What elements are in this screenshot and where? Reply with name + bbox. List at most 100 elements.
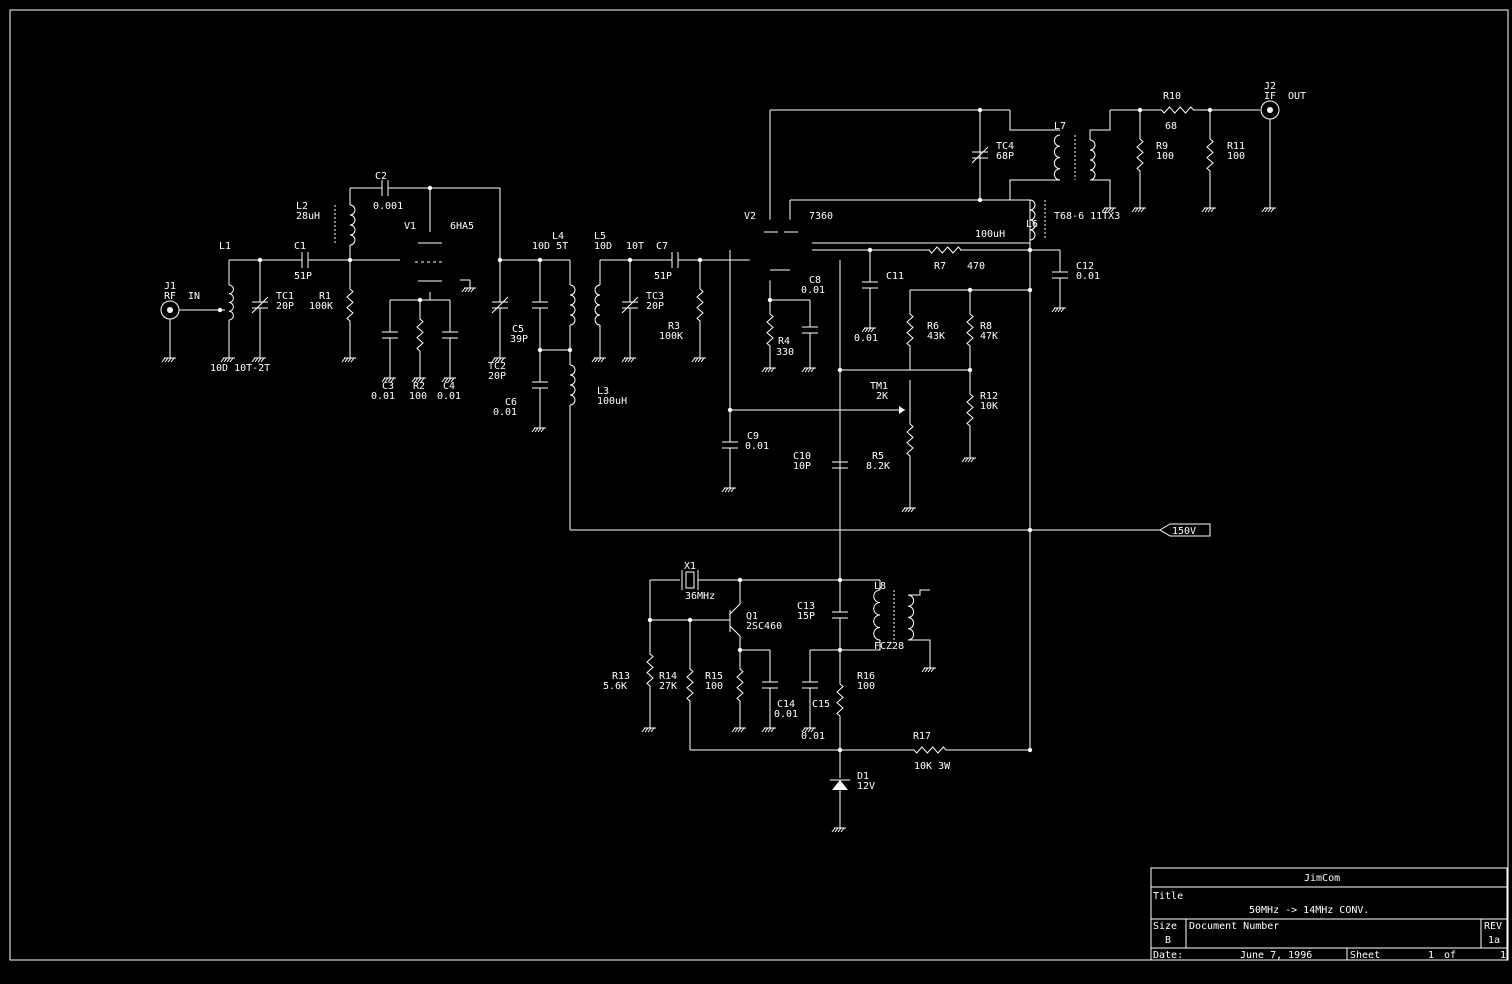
title-block-rev: 1a xyxy=(1488,935,1500,946)
ground-symbol xyxy=(254,357,259,363)
label-c3-val: 0.01 xyxy=(371,391,395,402)
resistor-r1 xyxy=(346,260,354,350)
ground-symbol xyxy=(390,377,395,383)
label-c8: C8 xyxy=(809,275,821,286)
label-l3: L3 xyxy=(597,386,609,397)
ground-symbol xyxy=(229,357,234,363)
label-c12: C12 xyxy=(1076,261,1094,272)
ground-symbol xyxy=(387,377,392,383)
title-block-sheet-num: 1 xyxy=(1428,950,1434,961)
resistor-r10 xyxy=(1160,106,1195,114)
title-block: JimCom Title 50MHz -> 14MHz CONV. Size B… xyxy=(1150,867,1508,961)
junction-dot xyxy=(837,577,843,583)
label-l7: L7 xyxy=(1054,121,1066,132)
ground-symbol xyxy=(921,667,926,673)
ground-symbol xyxy=(417,377,422,383)
label-r8-val: 47K xyxy=(980,331,998,342)
ground-symbol xyxy=(647,727,652,733)
ground-symbol xyxy=(810,367,815,373)
ground-symbol xyxy=(770,367,775,373)
ground-symbol xyxy=(537,427,542,433)
label-c4-val: 0.01 xyxy=(437,391,461,402)
title-block-sheet-total: 1 xyxy=(1500,950,1506,961)
ground-symbol xyxy=(350,357,355,363)
ground-symbol xyxy=(644,727,649,733)
ground-symbol xyxy=(414,377,419,383)
label-c10-val: 10P xyxy=(793,461,811,472)
label-150v: 150V xyxy=(1172,526,1196,537)
ground-symbol xyxy=(1104,207,1109,213)
label-r11-val: 100 xyxy=(1227,151,1245,162)
transistor-q1 xyxy=(729,625,741,650)
trimmer-tc4 xyxy=(971,146,989,164)
label-r16-val: 100 xyxy=(857,681,875,692)
label-r7: R7 xyxy=(934,261,946,272)
label-c9-val: 0.01 xyxy=(745,441,769,452)
junction-dot xyxy=(1137,107,1143,113)
tube-v2 xyxy=(748,218,812,282)
title-block-title: 50MHz -> 14MHz CONV. xyxy=(1249,905,1369,916)
label-r3: R3 xyxy=(668,321,680,332)
ground-symbol xyxy=(1204,207,1209,213)
ground-symbol xyxy=(767,727,772,733)
ground-symbol xyxy=(534,427,539,433)
label-c11-val: 0.01 xyxy=(854,333,878,344)
label-r17: R17 xyxy=(913,731,931,742)
label-v1: V1 xyxy=(404,221,416,232)
coax-connector xyxy=(160,300,180,320)
ground-symbol xyxy=(764,367,769,373)
ground-symbol xyxy=(1207,207,1212,213)
label-out: OUT xyxy=(1288,91,1306,102)
label-tc1: TC1 xyxy=(276,291,294,302)
label-c4: C4 xyxy=(443,381,455,392)
junction-dot xyxy=(737,577,743,583)
title-block-date: June 7, 1996 xyxy=(1240,950,1312,961)
junction-dot xyxy=(737,647,743,653)
label-tc4: TC4 xyxy=(996,141,1014,152)
label-r15: R15 xyxy=(705,671,723,682)
label-c1: C1 xyxy=(294,241,306,252)
label-r14-val: 27K xyxy=(659,681,677,692)
ground-symbol xyxy=(721,487,726,493)
ground-symbol xyxy=(910,507,915,513)
label-x1: X1 xyxy=(684,561,696,572)
ground-symbol xyxy=(260,357,265,363)
ground-symbol xyxy=(904,507,909,513)
label-r5: R5 xyxy=(872,451,884,462)
label-c12-val: 0.01 xyxy=(1076,271,1100,282)
ground-symbol xyxy=(450,377,455,383)
ground-symbol xyxy=(1267,207,1272,213)
sheet-border xyxy=(9,9,1509,961)
ground-symbol xyxy=(627,357,632,363)
label-d1: D1 xyxy=(857,771,869,782)
junction-dot xyxy=(647,617,653,623)
ground-symbol xyxy=(761,727,766,733)
ground-symbol xyxy=(594,357,599,363)
label-c3: C3 xyxy=(382,381,394,392)
junction-dot xyxy=(497,257,503,263)
label-c2: C2 xyxy=(375,171,387,182)
coax-connector xyxy=(1267,107,1273,113)
label-l6-val: 100uH xyxy=(975,229,1005,240)
label-r5-val: 8.2K xyxy=(866,461,890,472)
label-c14: C14 xyxy=(777,699,795,710)
junction-dot xyxy=(417,297,423,303)
ground-symbol xyxy=(770,727,775,733)
wire xyxy=(908,589,930,596)
ground-symbol xyxy=(861,327,866,333)
ground-symbol xyxy=(901,507,906,513)
wire xyxy=(1089,110,1111,140)
ground-symbol xyxy=(864,327,869,333)
power-port-150v xyxy=(1159,523,1211,537)
trimmer-tc3 xyxy=(621,296,639,314)
label-j1: J1 xyxy=(164,281,176,292)
ground-symbol xyxy=(697,357,702,363)
crystal-x1 xyxy=(685,571,695,589)
ground-symbol xyxy=(347,357,352,363)
label-c5: C5 xyxy=(512,324,524,335)
label-j2: J2 xyxy=(1264,81,1276,92)
label-c11: C11 xyxy=(886,271,904,282)
title-block-date-label: Date: xyxy=(1153,950,1183,961)
ground-symbol xyxy=(1210,207,1215,213)
label-l4: L4 xyxy=(552,231,564,242)
